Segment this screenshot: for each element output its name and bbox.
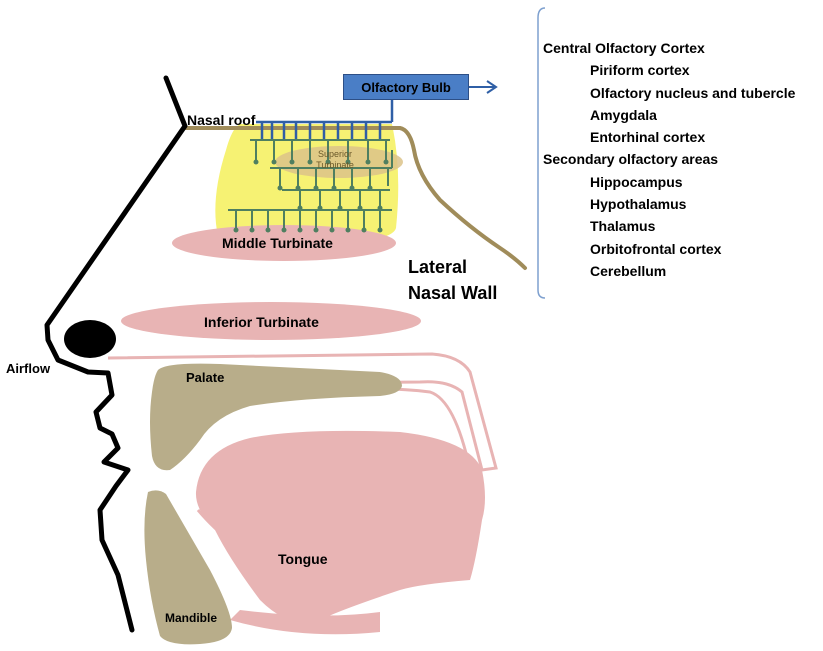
central-olfactory-cortex-heading: Central Olfactory Cortex: [543, 37, 795, 59]
bulb-to-cortex-arrow: [469, 81, 496, 93]
list-item: Hippocampus: [543, 171, 795, 193]
nostril-shape: [64, 320, 116, 358]
olfactory-bulb-box: Olfactory Bulb: [343, 74, 469, 100]
list-item: Orbitofrontal cortex: [543, 238, 795, 260]
lateral-nasal-wall-label-line2: Nasal Wall: [408, 284, 497, 302]
tongue-label: Tongue: [278, 552, 328, 566]
nasal-roof-label: Nasal roof: [187, 113, 255, 127]
brain-areas-list: Central Olfactory Cortex Piriform cortex…: [543, 37, 795, 282]
olfactory-bulb-label: Olfactory Bulb: [361, 80, 451, 95]
list-item: Entorhinal cortex: [543, 126, 795, 148]
lateral-nasal-wall-label-line1: Lateral: [408, 258, 467, 276]
list-item: Cerebellum: [543, 260, 795, 282]
inferior-turbinate-label: Inferior Turbinate: [204, 315, 319, 329]
mandible-label: Mandible: [165, 612, 217, 624]
list-item: Hypothalamus: [543, 193, 795, 215]
middle-turbinate-label: Middle Turbinate: [222, 236, 333, 250]
airflow-label: Airflow: [6, 362, 50, 375]
list-item: Piriform cortex: [543, 59, 795, 81]
secondary-olfactory-areas-heading: Secondary olfactory areas: [543, 148, 795, 170]
list-item: Thalamus: [543, 215, 795, 237]
list-item: Olfactory nucleus and tubercle: [543, 82, 795, 104]
tongue-shape: [196, 431, 485, 623]
palate-label: Palate: [186, 371, 224, 384]
list-item: Amygdala: [543, 104, 795, 126]
superior-turbinate-label: Superior Turbinate: [308, 149, 362, 172]
